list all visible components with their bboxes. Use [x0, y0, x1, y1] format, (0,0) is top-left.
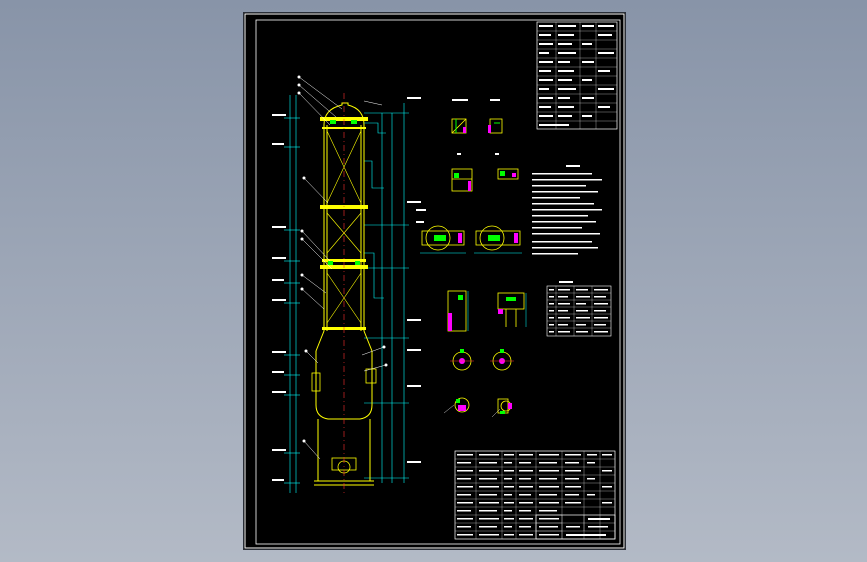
design-data-table — [536, 21, 618, 130]
left-elevation-labels — [272, 114, 286, 481]
balloon-marks — [297, 75, 388, 443]
detail-row-4 — [447, 290, 525, 332]
title-block — [535, 514, 616, 540]
inner-border — [255, 19, 621, 545]
drawing-svg — [244, 13, 625, 549]
detail-row-1 — [451, 118, 503, 134]
leader-lines — [298, 76, 387, 460]
bill-of-materials — [454, 450, 616, 540]
drawing-sheet[interactable] — [244, 13, 625, 549]
detail-row-3 — [421, 225, 521, 251]
technical-notes — [532, 165, 602, 255]
right-elevation-labels — [407, 97, 421, 463]
nozzle-accents — [328, 120, 360, 265]
vessel-elevation — [272, 75, 421, 495]
upper-shell — [323, 102, 365, 331]
right-dimension-lines — [364, 103, 409, 483]
left-dimension-lines — [284, 95, 300, 493]
detail-row-2 — [451, 168, 519, 192]
nozzle-table — [546, 281, 612, 337]
outer-border — [244, 13, 625, 549]
detail-views — [416, 99, 527, 418]
